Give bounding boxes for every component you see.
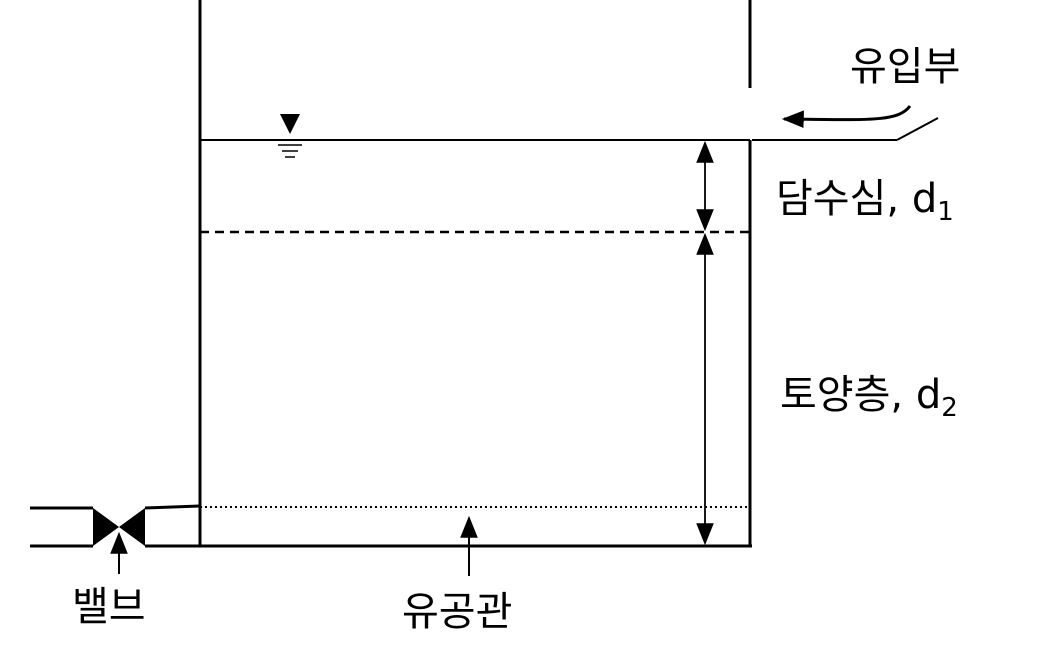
- inlet-label: 유입부: [850, 44, 960, 90]
- ponding-depth-label: 담수심, d1: [776, 176, 954, 227]
- inlet: 유입부: [752, 44, 960, 141]
- bowtie-valve-icon: [93, 508, 145, 546]
- inlet-pipe-slope: [896, 117, 939, 141]
- inlet-flow-arrow: [781, 105, 912, 129]
- soil-layer-label: 토양층, d2: [780, 372, 958, 423]
- outlet-pipe: [30, 504, 201, 548]
- perforated-pipe-label: 유공관: [402, 589, 512, 635]
- column-walls: [198, 0, 752, 548]
- water-surface-triangle-icon: [278, 114, 302, 158]
- valve-label: 밸브: [72, 584, 146, 630]
